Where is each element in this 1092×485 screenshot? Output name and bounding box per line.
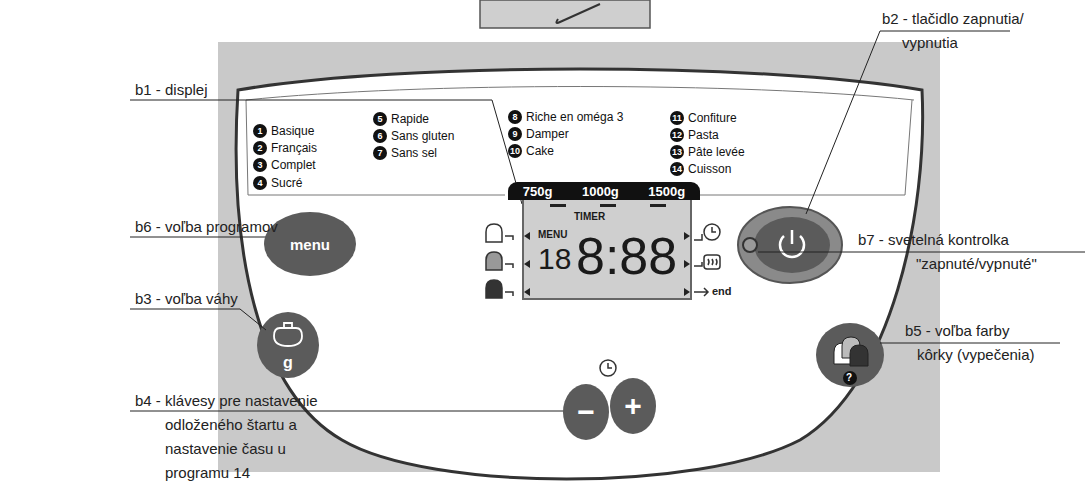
callout-label: b5 - voľba farby kôrky (vypečenia) <box>905 319 1047 367</box>
program-name: Cuisson <box>688 162 731 176</box>
program-name: Basique <box>271 124 314 138</box>
callout-label: b7 - svetelná kontrolka "zapnuté/vypnuté… <box>858 228 1063 276</box>
program-number: 14 <box>670 162 684 176</box>
callout-label: b6 - voľba programov <box>135 215 278 239</box>
display-program-digits: 18 <box>538 244 571 274</box>
display-menu-text: MENU <box>538 230 567 240</box>
weight-button: g <box>258 312 318 378</box>
plus-button: + <box>610 378 656 434</box>
display-time-digits: 8:88 <box>576 230 677 282</box>
program-number: 4 <box>253 176 267 190</box>
callout-label: b1 - displej <box>135 78 208 102</box>
weight-button-text: g <box>283 354 293 372</box>
weight-band-text: 1500g <box>648 184 685 199</box>
program-number: 13 <box>670 145 684 159</box>
program-name: Riche en oméga 3 <box>526 110 623 124</box>
program-name: Sans sel <box>391 146 437 160</box>
program-number: 11 <box>670 111 684 125</box>
program-name: Damper <box>526 127 569 141</box>
program-name: Cake <box>526 144 554 158</box>
program-name: Rapide <box>391 112 429 126</box>
program-number: 9 <box>508 127 522 141</box>
end-label: end <box>712 284 732 298</box>
program-name: Sans gluten <box>391 129 454 143</box>
menu-button: menu <box>264 212 356 276</box>
program-name: Pasta <box>688 128 719 142</box>
help-mark: ? <box>846 371 852 385</box>
menu-button-text: menu <box>290 236 330 253</box>
plus-button-text: + <box>624 389 642 423</box>
display-timer-text: TIMER <box>574 212 605 222</box>
program-name: Complet <box>271 158 316 172</box>
weight-band: 750g 1000g 1500g <box>508 182 700 200</box>
program-number: 1 <box>253 124 267 138</box>
callout-label: b2 - tlačidlo zapnutia/ vypnutia <box>882 7 1037 55</box>
weight-band-text: 1000g <box>582 184 619 199</box>
program-number: 5 <box>373 112 387 126</box>
program-number: 7 <box>373 146 387 160</box>
weight-band-text: 750g <box>523 184 553 199</box>
program-number: 12 <box>670 128 684 142</box>
program-number: 6 <box>373 129 387 143</box>
minus-button: − <box>563 384 609 440</box>
callout-label: b3 - voľba váhy <box>135 287 238 311</box>
program-number: 3 <box>253 158 267 172</box>
callout-label: b4 - klávesy pre nastavenie odloženého š… <box>135 389 331 485</box>
program-name: Confiture <box>688 111 737 125</box>
lcd-display: MENU TIMER 188:88 <box>522 200 692 300</box>
program-number: 2 <box>253 141 267 155</box>
program-number: 10 <box>508 144 522 158</box>
program-name: Sucré <box>271 176 302 190</box>
minus-button-text: − <box>577 395 595 429</box>
program-name: Français <box>271 141 317 155</box>
program-name: Pâte levée <box>688 145 745 159</box>
program-number: 8 <box>508 110 522 124</box>
